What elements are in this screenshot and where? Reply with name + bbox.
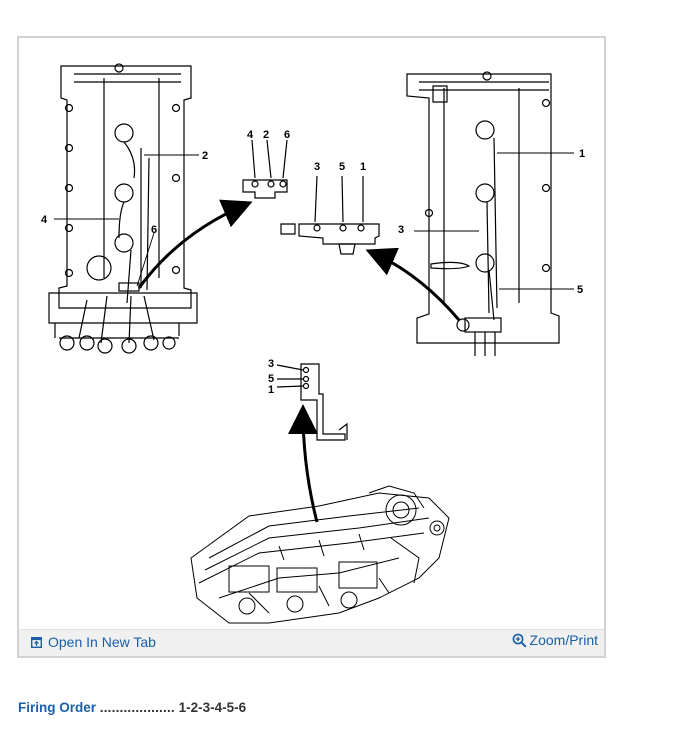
center-bracket [276, 363, 348, 441]
callout-6-left: 6 [151, 224, 157, 236]
open-in-new-tab-link[interactable]: Open In New Tab [31, 634, 156, 650]
callout-3-right: 3 [398, 224, 404, 236]
open-in-new-tab-label: Open In New Tab [48, 634, 156, 650]
callout-3-bracket-right: 3 [314, 161, 320, 173]
right-cylinder-head [406, 71, 560, 356]
left-cylinder-head [48, 63, 198, 354]
figure-frame: 2 4 6 1 3 5 [17, 36, 606, 658]
assembly-arrows [137, 199, 461, 523]
firing-order-value: 1-2-3-4-5-6 [178, 700, 247, 715]
right-wire-bracket [280, 175, 380, 255]
engine-assembly [190, 485, 450, 624]
open-in-new-tab-icon [31, 636, 42, 648]
zoom-print-label: Zoom/Print [529, 632, 598, 648]
zoom-icon [512, 633, 527, 648]
callout-2-left: 2 [202, 150, 208, 162]
callout-5-center: 5 [268, 373, 274, 385]
callout-5-right: 5 [577, 284, 583, 296]
ignition-wiring-diagram: 2 4 6 1 3 5 [41, 63, 585, 624]
callout-5-bracket-right: 5 [339, 161, 345, 173]
zoom-print-link[interactable]: Zoom/Print [512, 632, 598, 648]
callout-6-bracket-left: 6 [284, 129, 290, 141]
firing-order-label: Firing Order [18, 700, 97, 715]
callout-2-bracket-left: 2 [263, 129, 269, 141]
figure-toolbar: Open In New Tab Zoom/Print [19, 629, 604, 656]
firing-order-spec: Firing Order ................... 1-2-3-4… [18, 700, 246, 715]
callout-1-right: 1 [579, 148, 585, 160]
callout-1-bracket-right: 1 [360, 161, 366, 173]
callout-3-center: 3 [268, 358, 274, 370]
callout-1-center: 1 [268, 384, 274, 396]
firing-order-dots: ................... [99, 700, 175, 715]
left-wire-bracket [242, 139, 288, 199]
callout-4-bracket-left: 4 [247, 129, 254, 141]
callout-4-left: 4 [41, 214, 48, 226]
